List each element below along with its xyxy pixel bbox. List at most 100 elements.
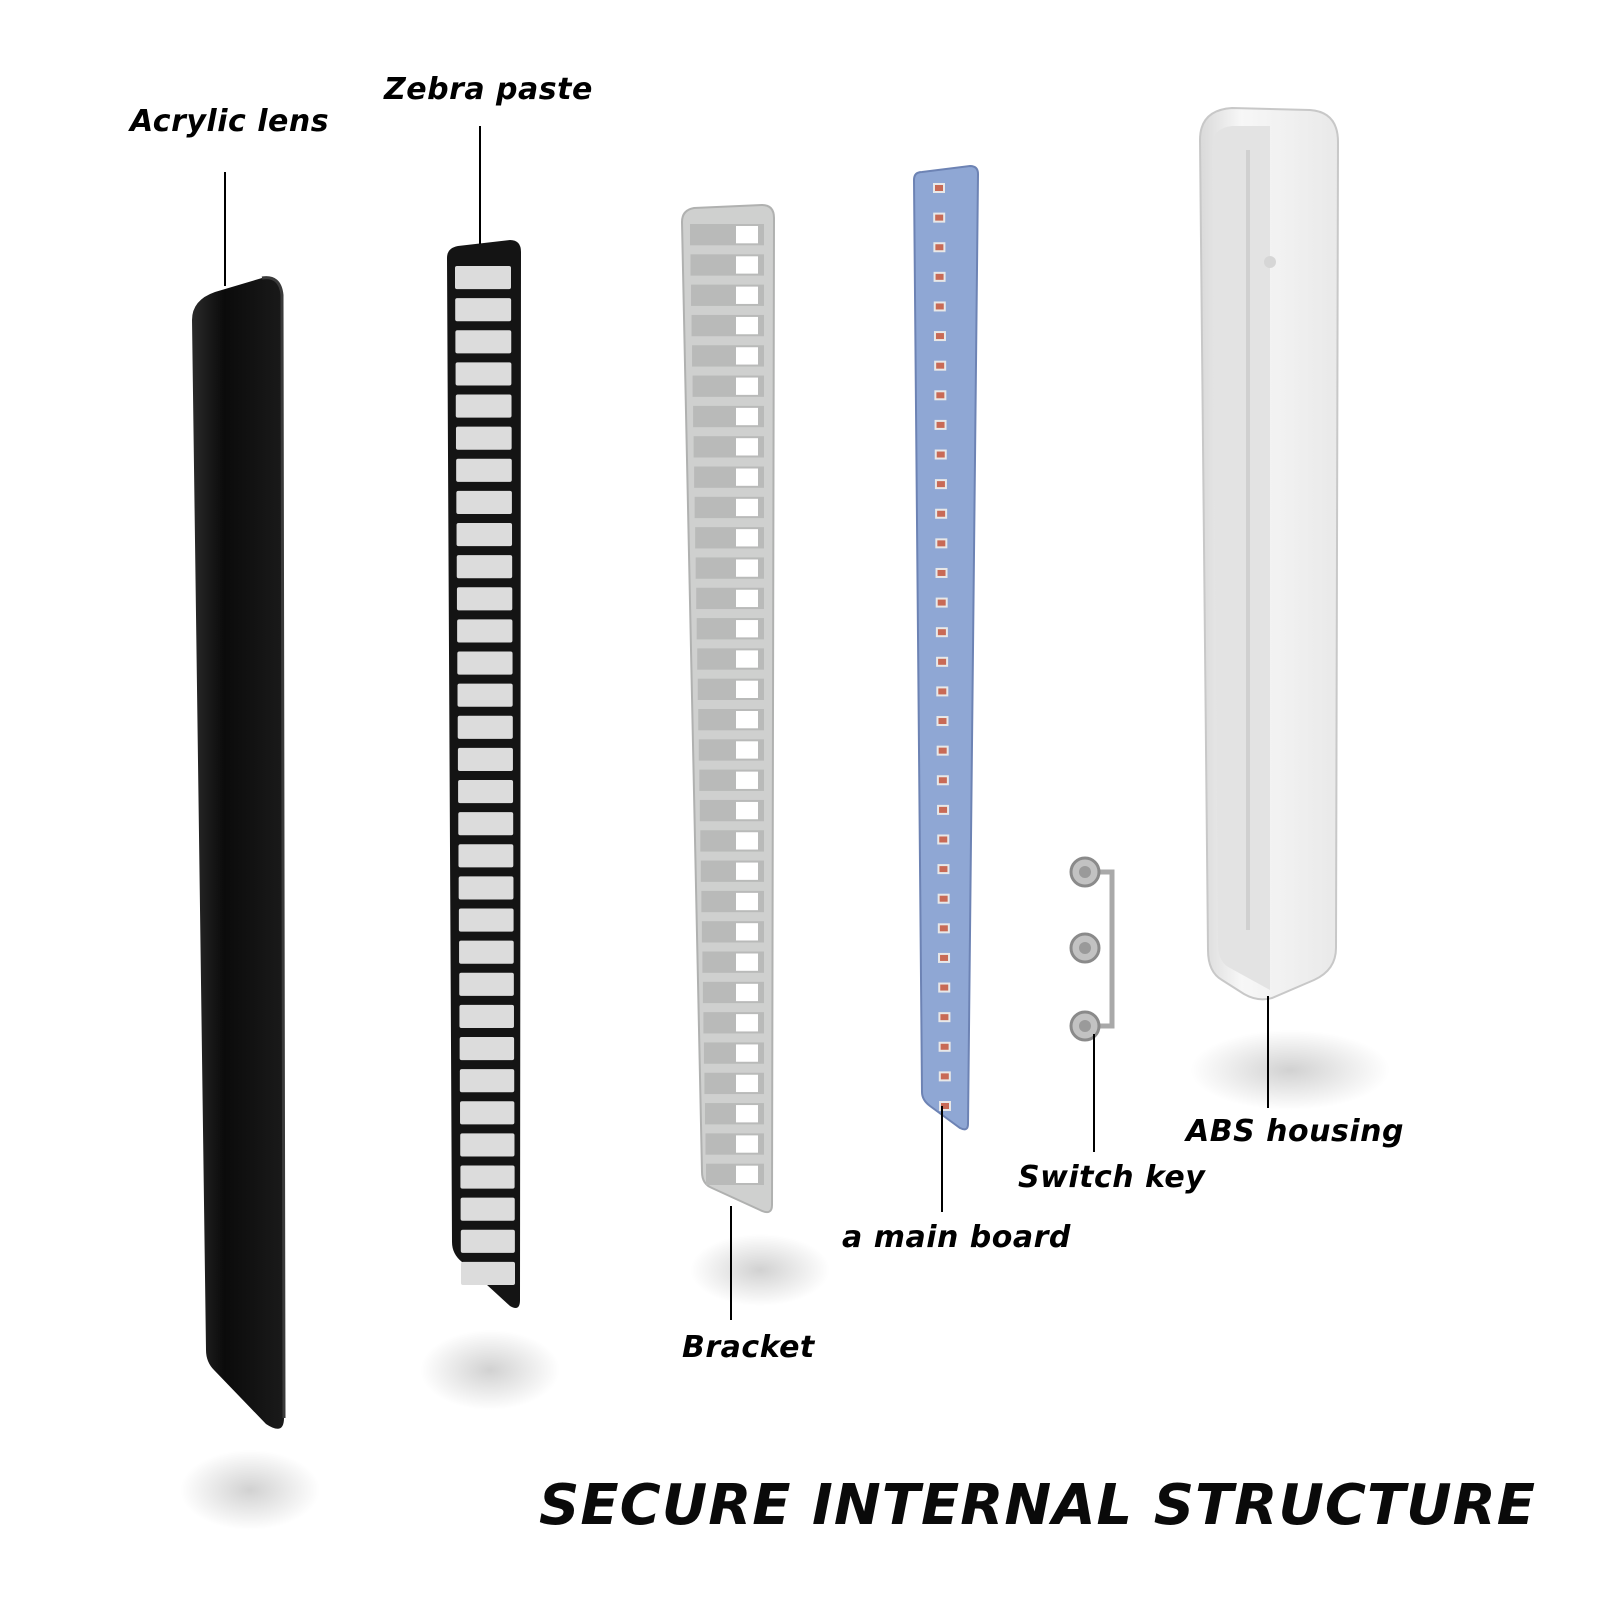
zebra-paste-segment: [458, 876, 514, 900]
bracket-slot-window: [736, 1044, 758, 1062]
bracket-slot-window: [736, 407, 758, 426]
zebra-paste-segment: [460, 1165, 515, 1189]
switch-key-button: [1069, 856, 1101, 888]
zebra-paste-segment: [455, 394, 512, 418]
acrylic-lens-edge: [261, 276, 286, 1419]
zebra-paste-segment: [459, 972, 514, 996]
zebra-paste-segment: [459, 1069, 515, 1093]
led: [935, 185, 943, 191]
zebra-paste-segment: [460, 1101, 515, 1125]
bracket-slot-window: [736, 559, 758, 577]
main-board-part: [912, 164, 980, 1131]
zebra-paste-segment: [460, 1133, 515, 1157]
led: [939, 895, 948, 902]
led: [940, 1073, 949, 1080]
led: [938, 658, 947, 665]
zebra-paste-segment: [456, 555, 513, 579]
led: [940, 954, 949, 961]
leader-lines: [224, 126, 1269, 1320]
led: [939, 836, 948, 843]
bracket-slot-window: [736, 771, 758, 789]
acrylic-lens-part: [192, 276, 286, 1429]
page-title: SECURE INTERNAL STRUCTURE: [539, 1473, 1536, 1538]
zebra-paste-segment: [455, 266, 511, 290]
led: [935, 333, 944, 340]
label-zebra-paste: Zebra paste: [384, 72, 593, 107]
bracket-slot-window: [736, 1165, 758, 1183]
led: [940, 1014, 949, 1021]
zebra-paste-segment: [458, 780, 514, 804]
label-main-board: a main board: [842, 1220, 1071, 1255]
switch-key-frame: [1098, 869, 1115, 1029]
bracket-slot-window: [736, 711, 758, 729]
led: [938, 777, 947, 784]
acrylic-lens-body: [192, 277, 284, 1429]
led: [937, 629, 946, 636]
label-bracket: Bracket: [682, 1330, 815, 1365]
led: [937, 569, 946, 576]
bracket-slots: [690, 224, 764, 1185]
floor-shadows: [180, 1030, 1390, 1530]
label-abs-housing: ABS housing: [1186, 1114, 1404, 1149]
led: [936, 421, 945, 428]
main-board-leds: [933, 183, 951, 1111]
led: [939, 806, 948, 813]
zebra-paste-segment: [461, 1261, 515, 1285]
bracket-slot-window: [736, 832, 758, 850]
led: [939, 925, 948, 932]
zebra-paste-segment: [457, 619, 513, 643]
bracket-slot-window: [736, 1014, 758, 1032]
zebra-paste-segment: [457, 715, 513, 739]
led: [935, 244, 944, 251]
led: [936, 392, 945, 399]
bracket-slot-window: [736, 347, 758, 365]
bracket-slot-window: [736, 468, 758, 486]
bracket-slot-window: [736, 620, 758, 638]
bracket-slot-window: [736, 1135, 758, 1153]
bracket-slot-window: [736, 529, 758, 547]
led: [940, 984, 949, 991]
zebra-paste-segment: [455, 362, 512, 386]
bracket-slot-window: [736, 983, 758, 1002]
bracket-slot-window: [736, 256, 758, 274]
zebra-paste-segment: [455, 298, 512, 322]
label-acrylic-lens: Acrylic lens: [130, 104, 330, 139]
zebra-paste-segment: [457, 683, 513, 707]
zebra-paste-segment: [460, 1197, 515, 1221]
bracket-slot-window: [736, 1074, 758, 1093]
bracket-slot-window: [736, 650, 758, 668]
bracket-slot-window: [736, 589, 758, 608]
zebra-paste-segment: [458, 844, 514, 868]
led: [940, 1043, 949, 1050]
zebra-paste-segment: [456, 490, 512, 514]
bracket-slot-window: [736, 741, 758, 759]
label-switch-key: Switch key: [1018, 1160, 1206, 1195]
main-board-pcb: [912, 164, 980, 1131]
zebra-paste-part: [447, 240, 521, 1308]
led: [936, 481, 945, 488]
zebra-paste-segment: [455, 426, 512, 450]
zebra-paste-segment: [456, 587, 513, 611]
bracket-slot-window: [736, 862, 758, 880]
abs-housing-cavity: [1212, 126, 1270, 990]
bracket-slot-window: [736, 923, 758, 941]
zebra-paste-segment: [458, 812, 514, 836]
led: [935, 273, 944, 280]
led: [936, 451, 945, 458]
zebra-paste-segment: [455, 330, 512, 354]
zebra-paste-segments: [455, 266, 515, 1285]
zebra-paste-segment: [459, 1004, 514, 1028]
abs-housing-part: [1198, 106, 1340, 1001]
led: [935, 214, 944, 221]
bracket-slot-window: [736, 892, 758, 911]
switch-key-part: [1069, 856, 1115, 1042]
bracket-slot-window: [736, 377, 758, 395]
led: [935, 303, 944, 310]
led: [937, 510, 946, 517]
bracket-slot-window: [736, 316, 758, 335]
zebra-paste-segment: [457, 747, 513, 771]
led: [936, 362, 945, 369]
led: [938, 747, 947, 754]
led: [941, 1103, 949, 1109]
